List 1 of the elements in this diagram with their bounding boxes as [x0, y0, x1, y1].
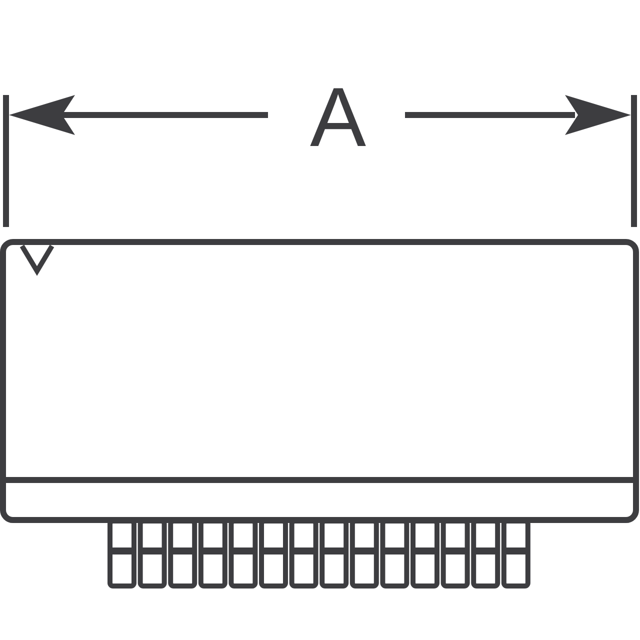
dimension-label: A: [308, 75, 368, 159]
